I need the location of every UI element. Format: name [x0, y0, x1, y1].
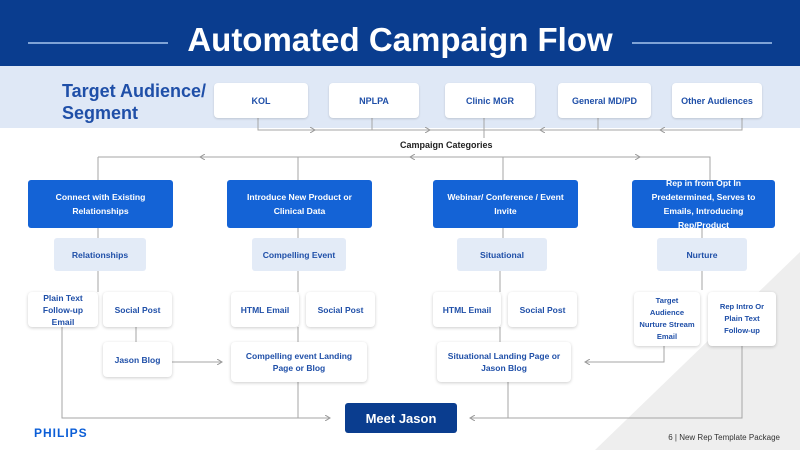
audience-general-md: General MD/PD — [558, 83, 651, 118]
channel-situational-landing: Situational Landing Page or Jason Blog — [437, 342, 571, 382]
channel-social-post: Social Post — [103, 292, 172, 327]
category-nurture: Rep in from Opt In Predetermined, Serves… — [632, 178, 775, 230]
audience-clinic-mgr: Clinic MGR — [445, 83, 535, 118]
audience-other: Other Audiences — [672, 83, 762, 118]
title-rule-left — [28, 42, 168, 44]
audience-kol: KOL — [214, 83, 308, 118]
category-compelling: Introduce New Product or Clinical Data — [227, 180, 372, 228]
channel-landing-page: Compelling event Landing Page or Blog — [231, 342, 367, 382]
page-title: Automated Campaign Flow — [187, 21, 613, 58]
channel-plain-text-email: Plain Text Follow-up Email — [28, 292, 98, 327]
channel-html-email: HTML Email — [433, 292, 501, 327]
audience-nplpa: NPLPA — [329, 83, 419, 118]
sub-compelling: Compelling Event — [252, 238, 346, 271]
channel-html-email: HTML Email — [231, 292, 299, 327]
channel-nurture-email: Target Audience Nurture Stream Email — [634, 292, 700, 346]
title-rule-right — [632, 42, 772, 44]
channel-jason-blog: Jason Blog — [103, 342, 172, 377]
footer-page-label: 6 | New Rep Template Package — [668, 433, 780, 442]
channel-social-post: Social Post — [508, 292, 577, 327]
channel-rep-intro: Rep Intro Or Plain Text Follow-up — [708, 292, 776, 346]
philips-logo: PHILIPS — [34, 426, 88, 440]
sub-situational: Situational — [457, 238, 547, 271]
header-bar: Automated Campaign Flow — [0, 0, 800, 66]
sub-nurture: Nurture — [657, 238, 747, 271]
category-situational: Webinar/ Conference / Event Invite — [433, 180, 578, 228]
meet-jason-box: Meet Jason — [345, 403, 457, 433]
campaign-categories-label: Campaign Categories — [400, 140, 493, 150]
sub-relationships: Relationships — [54, 238, 146, 271]
category-relationships: Connect with Existing Relationships — [28, 180, 173, 228]
channel-social-post: Social Post — [306, 292, 375, 327]
segment-label: Target Audience/ Segment — [62, 81, 207, 123]
